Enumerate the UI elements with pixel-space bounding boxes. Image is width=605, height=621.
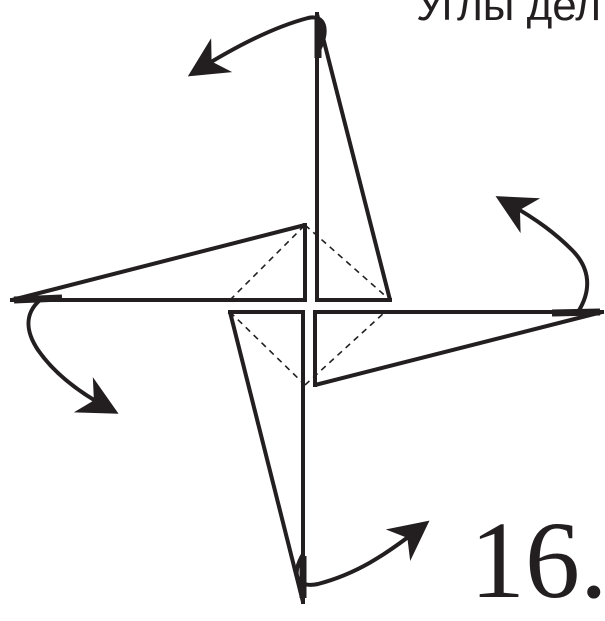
diagram-stage <box>10 12 604 604</box>
arrow-left <box>26 298 119 414</box>
tip-marks <box>13 18 601 598</box>
flap-left <box>11 223 306 302</box>
arrow-right <box>495 196 590 314</box>
step-number: 16. <box>470 499 605 621</box>
arrow-bottom <box>294 520 430 587</box>
flap-top <box>315 13 392 301</box>
dashed-fold-lines <box>229 224 391 386</box>
arrow-top <box>187 15 327 77</box>
flap-right <box>314 310 603 387</box>
flap-bottom <box>228 311 305 603</box>
flaps <box>11 13 603 603</box>
pinwheel-diagram <box>10 12 604 604</box>
rotation-arrows <box>26 15 590 587</box>
caption-text: Углы дел <box>416 0 601 30</box>
